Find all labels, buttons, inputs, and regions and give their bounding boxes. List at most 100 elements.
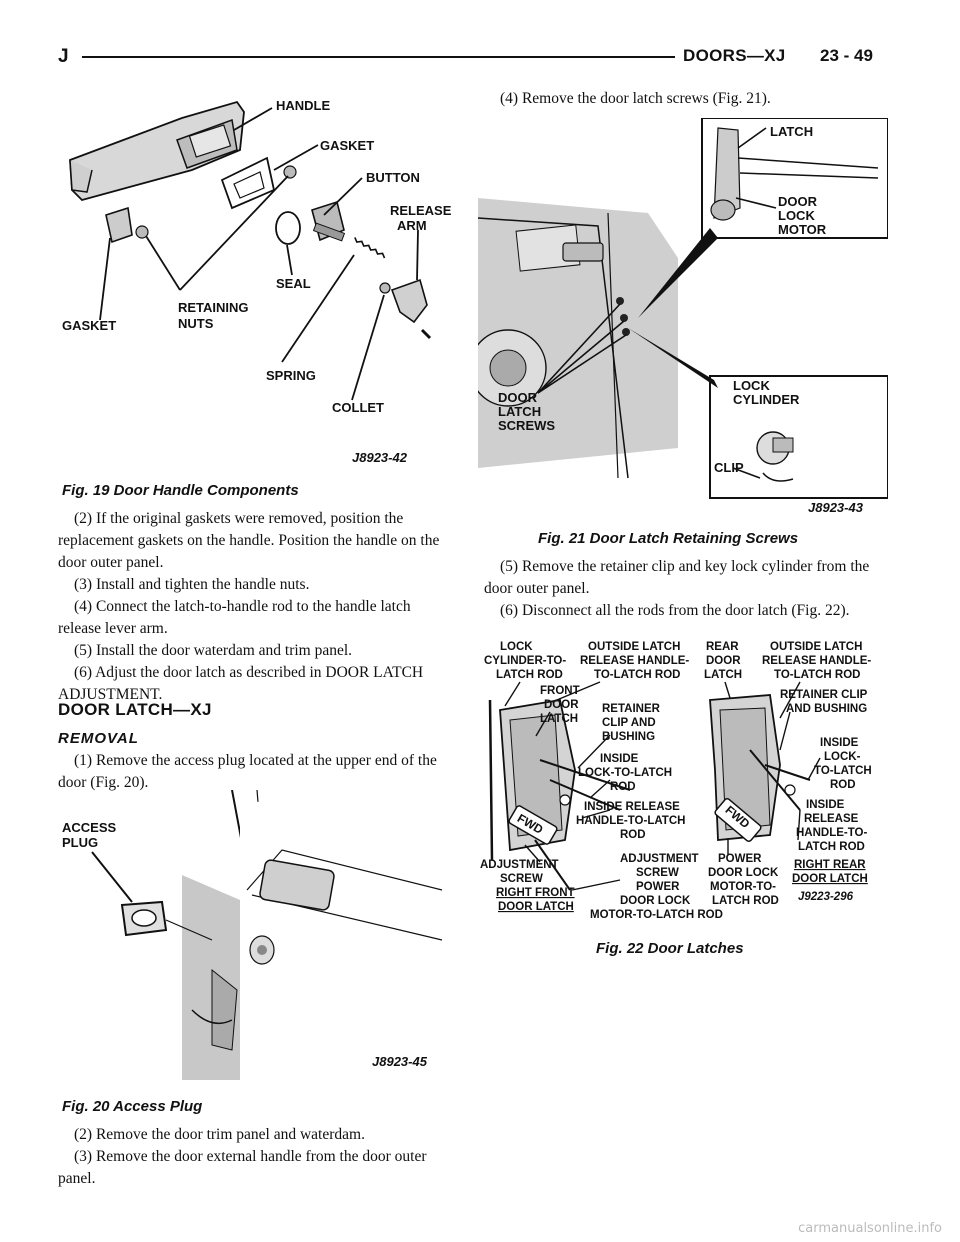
label-gasket-top: GASKET: [320, 138, 374, 153]
label-text: DOOR LOCK: [620, 895, 691, 907]
header-letter: J: [58, 46, 69, 67]
label-text: INSIDE: [600, 753, 639, 765]
label-text: RELEASE: [804, 813, 859, 825]
label-collet: COLLET: [332, 400, 384, 415]
label-text: POWER: [718, 853, 762, 865]
label-text: OUTSIDE LATCH: [770, 641, 862, 653]
label-release: RELEASE: [390, 203, 452, 218]
label-text: POWER: [636, 881, 680, 893]
label-spring: SPRING: [266, 368, 316, 383]
figure-code: J8923-42: [352, 450, 408, 465]
label-text: HANDLE-TO-: [796, 827, 868, 839]
paragraph-removal-3: (3) Remove the door external handle from…: [58, 1148, 427, 1187]
label-text: RELEASE HANDLE-: [762, 655, 871, 667]
label-motor: MOTOR: [778, 222, 827, 237]
label-text: LATCH ROD: [798, 841, 865, 853]
paragraph-step-3: (3) Install and tighten the handle nuts.: [74, 576, 310, 593]
label-text: DOOR LATCH: [498, 901, 574, 913]
paragraph-removal-5: (5) Remove the retainer clip and key loc…: [484, 558, 870, 597]
paragraph-removal-4: (4) Remove the door latch screws (Fig. 2…: [500, 90, 771, 107]
label-text: DOOR LATCH: [792, 873, 868, 885]
paragraph-removal-2: (2) Remove the door trim panel and water…: [74, 1126, 365, 1143]
figure-caption: Fig. 19 Door Handle Components: [62, 482, 299, 499]
label-text: LOCK-: [824, 751, 861, 763]
label-seal: SEAL: [276, 276, 311, 291]
label-text: ADJUSTMENT: [480, 859, 559, 871]
figure-door-handle-components: HANDLE GASKET BUTTON RELEASE ARM SEAL GA…: [62, 90, 462, 470]
label-text: DOOR: [706, 655, 741, 667]
label-text: LATCH: [704, 669, 742, 681]
label-text: HANDLE-TO-LATCH: [576, 815, 685, 827]
paragraph-removal-6: (6) Disconnect all the rods from the doo…: [500, 602, 850, 619]
label-text: BUSHING: [602, 731, 655, 743]
label-text: TO-LATCH ROD: [594, 669, 680, 681]
label-text: LATCH ROD: [496, 669, 563, 681]
paragraph-step-4: (4) Connect the latch-to-handle rod to t…: [58, 598, 411, 637]
label-text: AND BUSHING: [786, 703, 867, 715]
figure-door-latches: LOCK CYLINDER-TO- LATCH ROD OUTSIDE LATC…: [480, 640, 890, 930]
figure-code: J8923-45: [372, 1054, 428, 1069]
figure-access-plug: ACCESS PLUG J8923-45: [62, 790, 462, 1090]
label-clip: CLIP: [714, 460, 744, 475]
label-door: DOOR: [778, 194, 818, 209]
watermark-footer: carmanualsonline.info: [798, 1221, 942, 1236]
label-text: INSIDE RELEASE: [584, 801, 680, 813]
paragraph-step-2: (2) If the original gaskets were removed…: [58, 510, 440, 571]
label-plug: PLUG: [62, 835, 98, 850]
label-button: BUTTON: [366, 170, 420, 185]
paragraph-step-6: (6) Adjust the door latch as described i…: [58, 664, 424, 703]
label-text: DOOR: [544, 699, 579, 711]
label-text: ROD: [830, 779, 856, 791]
label-text: REAR: [706, 641, 739, 653]
label-text: CLIP AND: [602, 717, 656, 729]
label-text: RELEASE HANDLE-: [580, 655, 689, 667]
label-text: ROD: [610, 781, 636, 793]
label-lock: LOCK: [778, 208, 815, 223]
label-text: DOOR LOCK: [708, 867, 779, 879]
label-door: DOOR: [498, 390, 538, 405]
label-text: LOCK-TO-LATCH: [578, 767, 672, 779]
label-latch: LATCH: [498, 404, 541, 419]
figure-code: J9223-296: [798, 891, 854, 903]
label-screws: SCREWS: [498, 418, 555, 433]
label-text: RETAINER CLIP: [780, 689, 868, 701]
label-text: LOCK: [500, 641, 533, 653]
label-text: ADJUSTMENT: [620, 853, 699, 865]
label-text: FRONT: [540, 685, 580, 697]
label-text: INSIDE: [806, 799, 845, 811]
label-latch: LATCH: [770, 124, 813, 139]
label-text: SCREW: [636, 867, 679, 879]
label-handle: HANDLE: [276, 98, 330, 113]
figure-caption: Fig. 22 Door Latches: [596, 940, 744, 957]
label-text: ROD: [620, 829, 646, 841]
label-text: LATCH ROD: [712, 895, 779, 907]
header-page-number: 23 - 49: [820, 46, 873, 65]
label-text: CYLINDER-TO-: [484, 655, 566, 667]
label-text: RETAINER: [602, 703, 661, 715]
label-cylinder: CYLINDER: [733, 392, 800, 407]
label-text: LATCH: [540, 713, 578, 725]
header-rule: [82, 56, 675, 58]
figure-caption: Fig. 20 Access Plug: [62, 1098, 203, 1115]
figure-code: J8923-43: [808, 500, 864, 515]
section-heading: DOOR LATCH—XJ: [58, 700, 212, 719]
label-nuts: NUTS: [178, 316, 214, 331]
subsection-heading: REMOVAL: [58, 730, 139, 747]
label-access: ACCESS: [62, 820, 117, 835]
header-title: DOORS—XJ: [683, 46, 786, 65]
label-text: OUTSIDE LATCH: [588, 641, 680, 653]
label-text: INSIDE: [820, 737, 859, 749]
label-text: SCREW: [500, 873, 543, 885]
paragraph-removal-1: (1) Remove the access plug located at th…: [58, 752, 437, 791]
label-retaining: RETAINING: [178, 300, 249, 315]
label-gasket-left: GASKET: [62, 318, 116, 333]
figure-door-latch-screws: LATCH DOOR LOCK MOTOR DOOR LATCH SCREWS …: [478, 118, 888, 518]
label-text: MOTOR-TO-LATCH ROD: [590, 909, 723, 921]
label-text: MOTOR-TO-: [710, 881, 776, 893]
label-lock: LOCK: [733, 378, 770, 393]
paragraph-step-5: (5) Install the door waterdam and trim p…: [74, 642, 353, 659]
label-text: TO-LATCH ROD: [774, 669, 860, 681]
figure-caption: Fig. 21 Door Latch Retaining Screws: [538, 530, 799, 547]
label-arm: ARM: [397, 218, 427, 233]
label-text: RIGHT REAR: [794, 859, 866, 871]
